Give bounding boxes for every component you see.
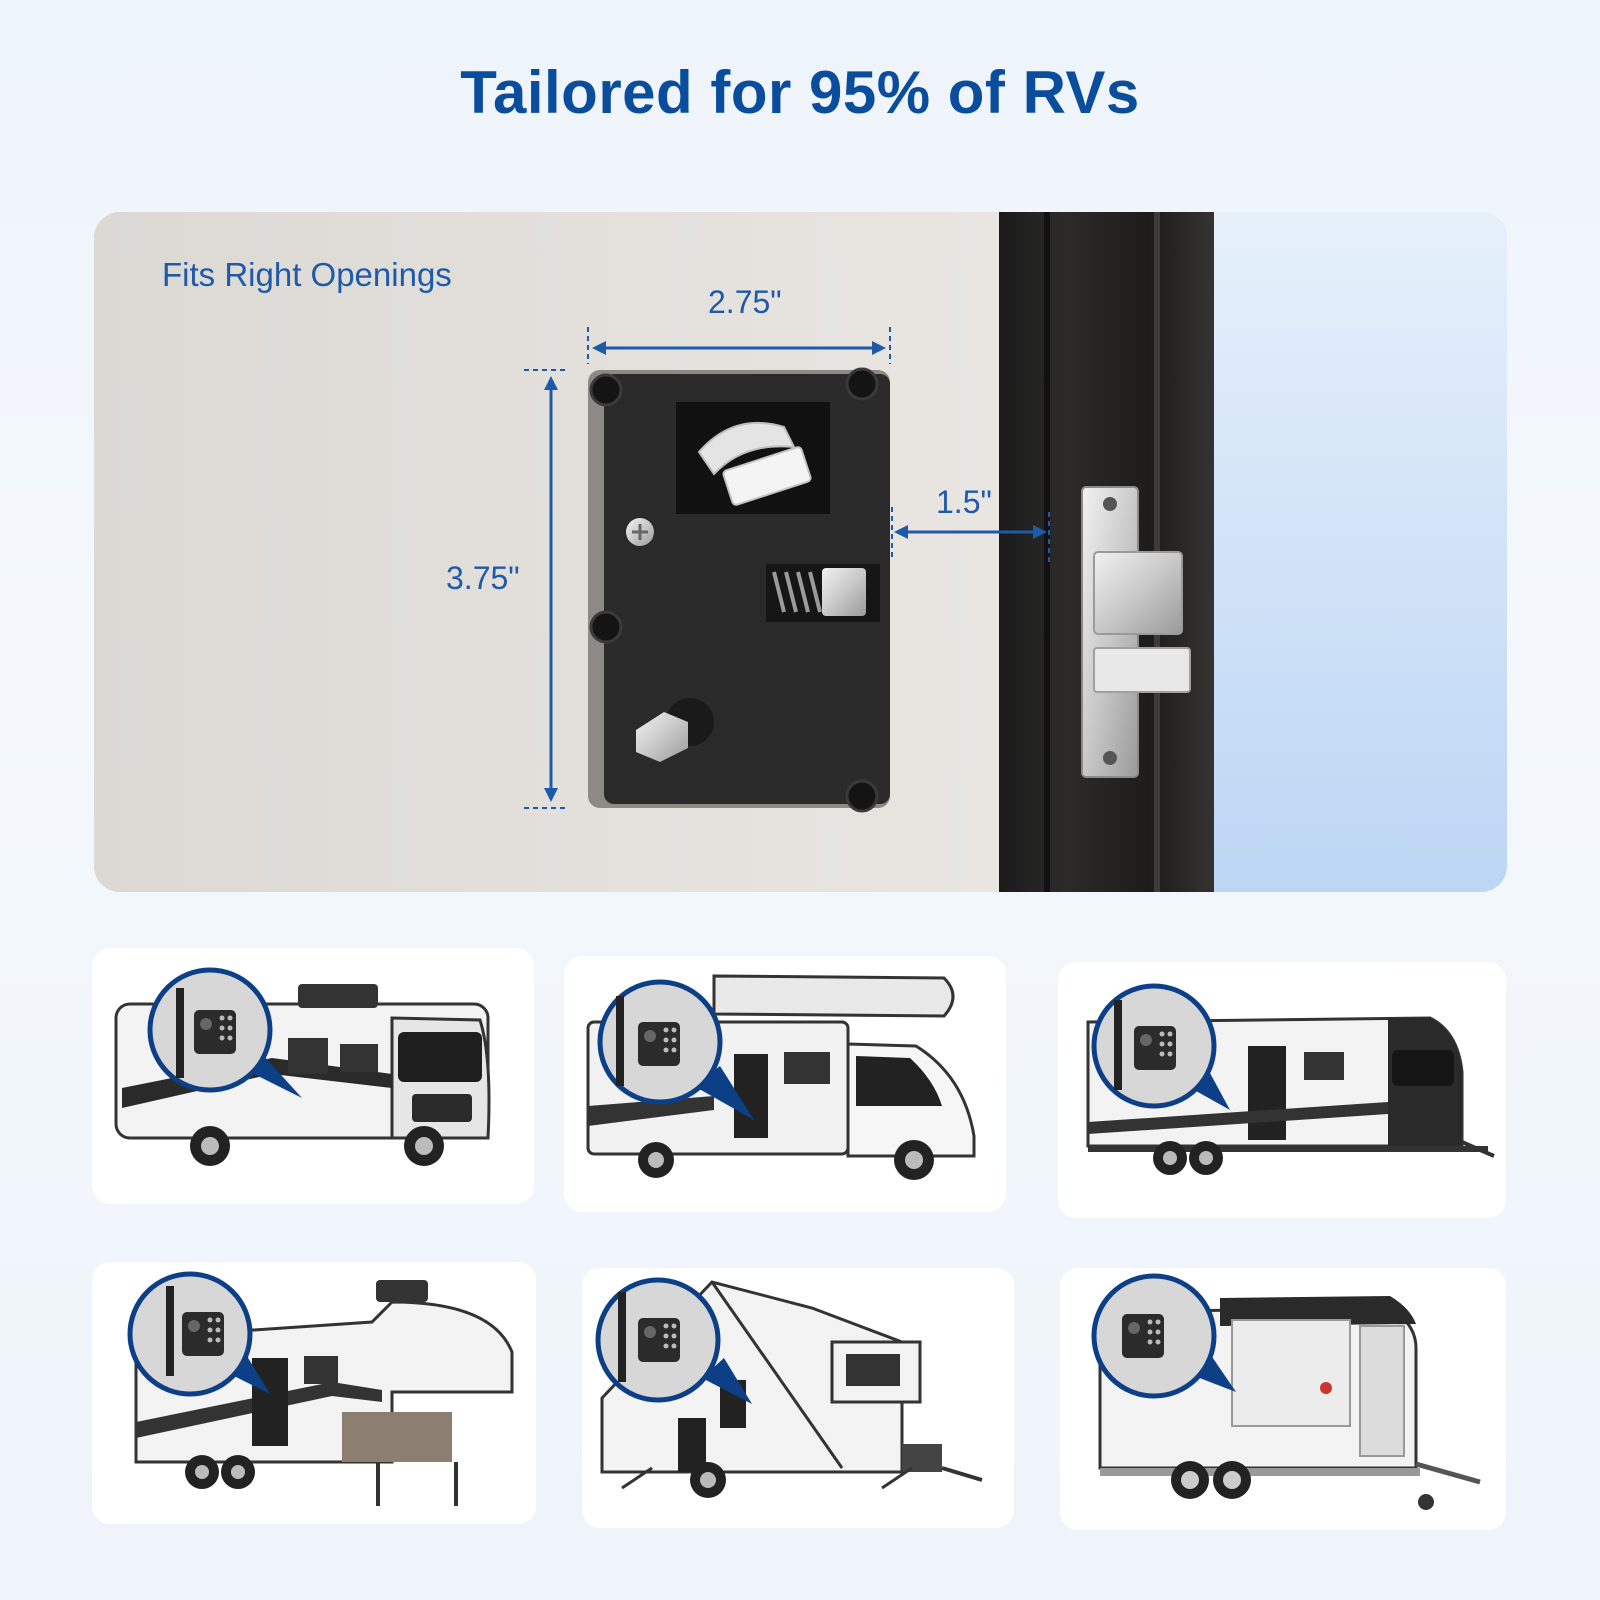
travel-trailer-icon — [1086, 983, 1495, 1175]
lock-opening-diagram: Fits Right Openings 2.75" 3.75" 1.5" — [94, 212, 1507, 892]
fifth-wheel-icon — [127, 1271, 514, 1506]
lock-body — [588, 367, 890, 813]
width-dimension-label: 2.75" — [708, 284, 782, 320]
lock-zoom-callout — [595, 1277, 752, 1404]
class-a-motorhome-icon — [114, 967, 491, 1166]
page-title: Tailored for 95% of RVs — [460, 59, 1140, 126]
class-c-motorhome-icon — [586, 974, 976, 1180]
fits-right-openings-label: Fits Right Openings — [162, 256, 452, 293]
strike-plate — [1081, 486, 1191, 778]
a-frame-camper-icon — [595, 1277, 983, 1498]
lock-opening-illustration — [94, 212, 1507, 892]
vehicle-tile-class-c — [564, 956, 1006, 1212]
lock-zoom-callout — [1091, 1273, 1236, 1399]
lock-zoom-callout — [127, 1271, 270, 1397]
vehicle-tile-cargo-trailer — [1060, 1268, 1506, 1530]
lock-zoom-callout — [597, 979, 754, 1120]
vehicle-tile-travel-trailer — [1058, 962, 1506, 1218]
lock-zoom-callout — [1091, 983, 1230, 1110]
height-dimension-label: 3.75" — [446, 560, 520, 596]
lock-zoom-callout — [147, 967, 302, 1098]
vehicle-tile-class-a — [92, 948, 534, 1204]
vehicle-tile-fifth-wheel — [92, 1262, 536, 1524]
vehicle-tile-a-frame — [582, 1268, 1014, 1528]
window-view — [1214, 212, 1507, 892]
dimension-lines — [524, 327, 1050, 809]
gap-dimension-label: 1.5" — [936, 484, 992, 520]
cargo-trailer-icon — [1091, 1273, 1481, 1510]
